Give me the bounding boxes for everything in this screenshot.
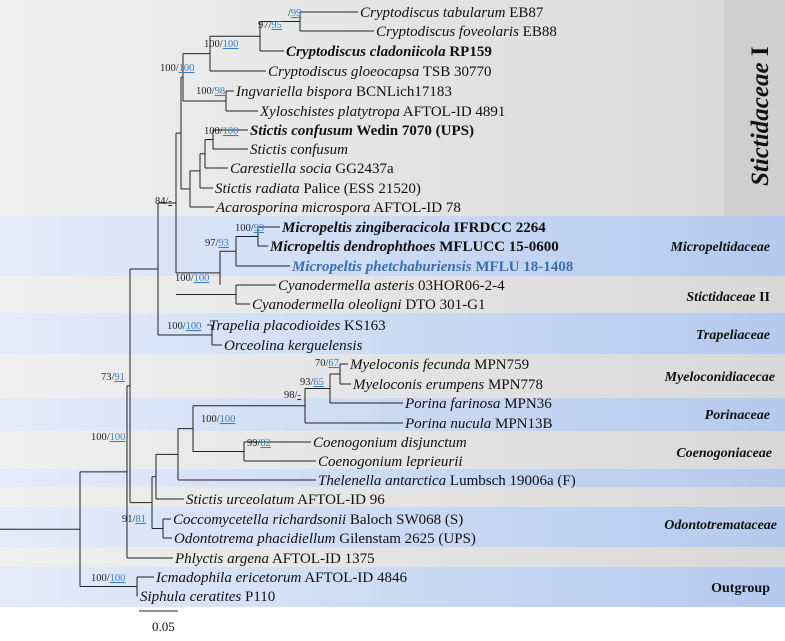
support-value: 100/100: [160, 63, 194, 74]
family-label-trapeliaceae: Trapeliaceae: [696, 328, 770, 343]
support-value: 97/93: [205, 238, 229, 249]
tip-label: Micropeltis dendrophthoes MFLUCC 15-0600: [269, 239, 559, 255]
band-micropeltidaceae: [0, 216, 785, 276]
tip-label: Stictis radiata Palice (ESS 21520): [215, 181, 421, 197]
band-odontotremataceae: [0, 507, 785, 547]
family-label-coenogoniaceae: Coenogoniaceae: [676, 446, 772, 461]
tip-label: Cryptodiscus tabularum EB87: [360, 5, 544, 21]
band-stictidaceae-i-label-box: [724, 0, 785, 216]
band-myeloconidiacecae: [0, 354, 785, 398]
support-value: 100/100: [204, 39, 238, 50]
band-stictis-urceolatum: [0, 487, 785, 507]
tip-label: Stictis confusum Wedin 7070 (UPS): [250, 123, 474, 139]
tip-label: Micropeltis phetchaburiensis MFLU 18-140…: [291, 259, 573, 275]
family-label-myeloconidiacecae: Myeloconidiacecae: [664, 370, 775, 385]
support-value: 97/95: [258, 20, 282, 31]
support-value: /99: [288, 8, 301, 19]
band-coenogoniaceae: [0, 431, 785, 469]
support-value: 100/100: [91, 573, 125, 584]
tip-label: Cryptodiscus gloeocapsa TSB 30770: [268, 64, 492, 80]
support-value: 100/100: [204, 126, 238, 137]
band-stictidaceae-ii: [0, 276, 785, 313]
support-value: 99/82: [247, 438, 271, 449]
support-value: 93/65: [300, 377, 324, 388]
band-phlyctis: [0, 547, 785, 567]
support-value: 100/99: [235, 223, 264, 234]
support-value: 70/67: [315, 358, 339, 369]
support-value: 98/-: [284, 390, 301, 401]
band-thelenella: [0, 469, 785, 487]
tip-label: Siphula ceratites P110: [140, 589, 275, 605]
tip-label: Myeloconis fecunda MPN759: [349, 357, 529, 373]
support-value: 84/-: [155, 196, 172, 207]
support-value: 100/100: [175, 273, 209, 284]
support-value: 73/91: [101, 372, 125, 383]
family-label-porinaceae: Porinaceae: [705, 408, 770, 423]
support-value: 100/98: [196, 86, 225, 97]
support-value: 100/100: [167, 321, 201, 332]
family-label-outgroup: Outgroup: [711, 581, 770, 596]
tip-label: Icmadophila ericetorum AFTOL-ID 4846: [155, 570, 407, 586]
family-label-micropeltidaceae: Micropeltidaceae: [669, 240, 770, 255]
tip-label: Orceolina kerguelensis: [224, 338, 363, 354]
tip-label: Acarosporina microspora AFTOL-ID 78: [215, 200, 461, 216]
tip-label: Odontotrema phacidiellum Gilenstam 2625 …: [174, 531, 476, 547]
band-stictidaceae-i: [0, 0, 785, 216]
tip-label: Trapelia placodioides KS163: [209, 318, 386, 334]
family-label-odontotremataceae: Odontotremataceae: [664, 518, 777, 533]
tip-label: Xyloschistes platytropa AFTOL-ID 4891: [259, 104, 505, 120]
tip-label: Cryptodiscus cladoniicola RP159: [286, 44, 492, 60]
band-trapeliaceae: [0, 313, 785, 354]
support-value: 91/81: [122, 514, 146, 525]
family-label-stictidaceae-ii: Stictidaceae II: [686, 290, 770, 305]
tip-label: Cryptodiscus foveolaris EB88: [376, 24, 557, 40]
tip-label: Cyanodermella oleoligni DTO 301-G1: [252, 297, 485, 313]
tip-label: Cyanodermella asteris 03HOR06-2-4: [278, 278, 505, 294]
tip-label: Thelenella antarctica Lumbsch 19006a (F): [318, 473, 576, 489]
scale-bar-label: 0.05: [152, 619, 175, 634]
tip-label: Stictis confusum: [250, 142, 348, 158]
tip-label: Coenogonium leprieurii: [318, 454, 463, 470]
support-value: 100/100: [91, 432, 125, 443]
tip-label: Stictis urceolatum AFTOL-ID 96: [186, 492, 385, 508]
tip-label: Micropeltis zingiberacicola IFRDCC 2264: [281, 220, 546, 236]
tip-label: Myeloconis erumpens MPN778: [352, 377, 543, 393]
tip-label: Porina farinosa MPN36: [404, 396, 552, 412]
support-value: 100/100: [201, 414, 235, 425]
tip-label: Carestiella socia GG2437a: [230, 161, 394, 177]
tip-label: Coenogonium disjunctum: [313, 435, 467, 451]
tip-label: Phlyctis argena AFTOL-ID 1375: [174, 551, 375, 567]
tip-label: Porina nucula MPN13B: [404, 416, 553, 432]
tip-label: Coccomycetella richardsonii Baloch SW068…: [173, 512, 463, 528]
tip-label: Ingvariella bispora BCNLich17183: [235, 84, 452, 100]
family-label-stictidaceae-i: Stictidaceae I: [747, 46, 774, 186]
